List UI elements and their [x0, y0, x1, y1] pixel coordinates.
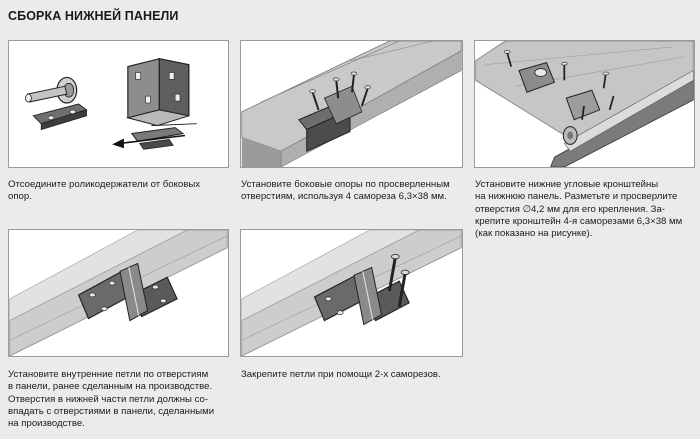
caption-line: Установите нижние угловые кронштейны — [475, 179, 659, 190]
caption-line: (как показано на рисунке). — [475, 228, 593, 240]
caption-line: на нижнюю панель. Разметьте и просверлит… — [475, 191, 678, 203]
step-4-caption: Установите внутренние петли по отверстия… — [8, 369, 214, 430]
step-1-caption: Отсоедините роликодержатели от боковых о… — [8, 179, 200, 204]
step-2-illustration — [240, 40, 463, 168]
caption-line: впадать с отверстиями в панели, сделанны… — [8, 405, 215, 417]
step-4-illustration — [8, 229, 229, 357]
step-5-caption: Закрепите петли при помощи 2-х саморезов… — [241, 369, 441, 381]
caption-line: в панели, ранее сделанным на производств… — [8, 381, 213, 393]
caption-line: крепите кронштейн 4-я саморезами 6,3×38 … — [475, 215, 683, 227]
caption-line: отверстиям, используя 4 самореза 6,3×38 … — [241, 191, 447, 203]
step-2-caption: Установите боковые опоры по просверленны… — [241, 179, 450, 204]
caption-line: Закрепите петли при помощи 2-х саморезов… — [241, 369, 441, 380]
caption-line: Установите боковые опоры по просверленны… — [241, 179, 450, 190]
step-1-illustration — [8, 40, 229, 168]
caption-line: Отверстия в нижней части петли должны со… — [8, 393, 209, 405]
caption-line: опор. — [8, 191, 32, 203]
caption-line: Отсоедините роликодержатели от боковых — [8, 179, 201, 190]
step-5-illustration — [240, 229, 463, 357]
step-3-caption: Установите нижние угловые кронштейны на … — [475, 179, 682, 240]
caption-line: отверстия ∅4,2 мм для его крепления. За- — [475, 203, 665, 215]
step-3-illustration — [474, 40, 695, 168]
caption-line: на производстве. — [8, 418, 85, 430]
page-title: СБОРКА НИЖНЕЙ ПАНЕЛИ — [8, 9, 179, 23]
caption-line: Установите внутренние петли по отверстия… — [8, 369, 209, 380]
